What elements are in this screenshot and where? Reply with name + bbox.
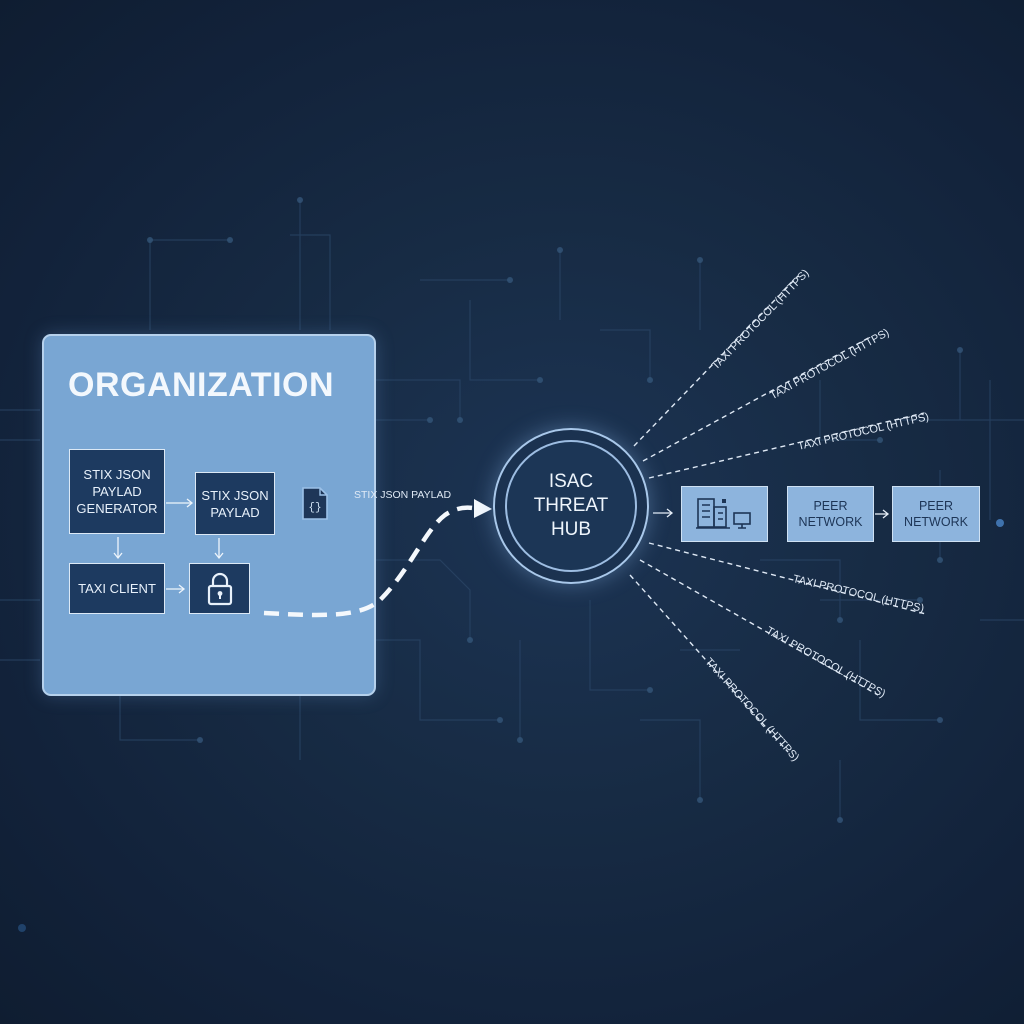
- isac-threat-hub-inner: ISAC THREAT HUB: [505, 440, 637, 572]
- building-network-icon: [695, 498, 751, 529]
- stix-payload-flow-label: STIX JSON PAYLAD: [354, 489, 452, 501]
- taxi-client-box: TAXI CLIENT: [69, 563, 165, 614]
- protocol-spoke-3: [648, 412, 925, 479]
- protocol-spoke-1: [633, 275, 799, 447]
- stix-payload-box: STIX JSON PAYLAD: [195, 472, 275, 535]
- protocol-spoke-2: [642, 335, 873, 462]
- peer-network-box-1: PEER NETWORK: [787, 486, 874, 542]
- isac-threat-hub-label: ISAC THREAT HUB: [533, 471, 609, 540]
- payload-flow-arrow: [263, 505, 479, 618]
- stix-payload-generator-box: STIX JSON PAYLAD GENERATOR: [69, 449, 165, 534]
- lock-box: [189, 563, 250, 614]
- padlock-icon: [207, 572, 232, 605]
- peer-network-box-2: PEER NETWORK: [892, 486, 980, 542]
- peer-icon-box: [681, 486, 768, 542]
- protocol-spoke-5: [639, 559, 879, 696]
- payload-flow-arrowhead: [474, 499, 492, 518]
- organization-title: ORGANIZATION: [68, 366, 335, 404]
- isac-threat-hub: ISAC THREAT HUB: [493, 428, 649, 584]
- svg-text:{}: {}: [308, 502, 321, 514]
- protocol-spoke-4: [648, 542, 927, 615]
- protocol-spoke-6: [629, 574, 789, 753]
- json-document-icon: {}: [302, 487, 328, 520]
